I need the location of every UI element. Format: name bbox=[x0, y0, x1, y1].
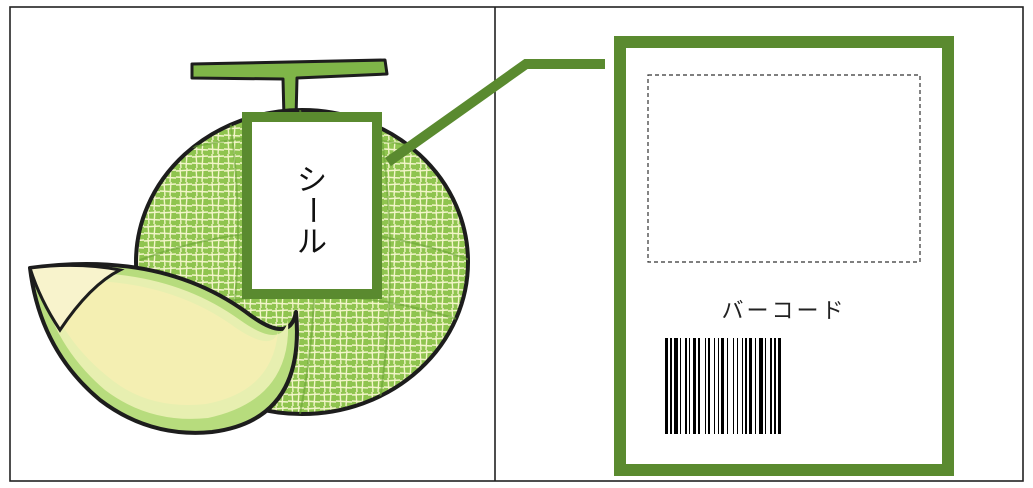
barcode-bar bbox=[718, 338, 719, 434]
barcode-bar bbox=[685, 338, 687, 434]
barcode-label: バーコード bbox=[721, 299, 846, 324]
barcode-bar bbox=[721, 338, 724, 434]
barcode-bar bbox=[708, 338, 710, 434]
sticker-label-char-3: ル bbox=[297, 225, 327, 260]
barcode-bar bbox=[749, 338, 752, 434]
callout-connector bbox=[385, 59, 605, 167]
sticker-label-char-1: シ bbox=[297, 163, 327, 198]
melon-illustration: シ ー ル bbox=[28, 58, 470, 435]
melon-slice bbox=[28, 262, 299, 435]
sticker-box bbox=[242, 112, 382, 299]
barcode-bar bbox=[742, 338, 743, 434]
barcode-bar bbox=[698, 338, 700, 434]
barcode-bar bbox=[778, 338, 781, 434]
barcode-bar bbox=[733, 338, 734, 434]
barcode-bar bbox=[665, 338, 668, 434]
sticker: シ ー ル bbox=[242, 112, 382, 299]
sticker-label-char-2: ー bbox=[294, 195, 329, 225]
barcode-bar bbox=[727, 338, 728, 434]
barcode-bar bbox=[693, 338, 696, 434]
sticker-detail: バーコード bbox=[614, 36, 954, 476]
barcode-bar bbox=[759, 338, 763, 434]
barcode-bar bbox=[674, 338, 678, 434]
barcode-bar bbox=[737, 338, 738, 434]
barcode-bar bbox=[765, 338, 766, 434]
sticker-detail-blank-area bbox=[647, 74, 921, 263]
table-border bbox=[9, 6, 1024, 482]
barcode-bar bbox=[774, 338, 776, 434]
barcode-bar bbox=[770, 338, 772, 434]
barcode-bar bbox=[689, 338, 690, 434]
barcode bbox=[665, 338, 781, 434]
barcode-bar bbox=[705, 338, 706, 434]
sticker-detail-frame bbox=[614, 36, 954, 476]
barcode-bar bbox=[670, 338, 672, 434]
barcode-bar bbox=[755, 338, 756, 434]
barcode-bar bbox=[714, 338, 715, 434]
barcode-bar bbox=[745, 338, 747, 434]
barcode-bar bbox=[680, 338, 681, 434]
